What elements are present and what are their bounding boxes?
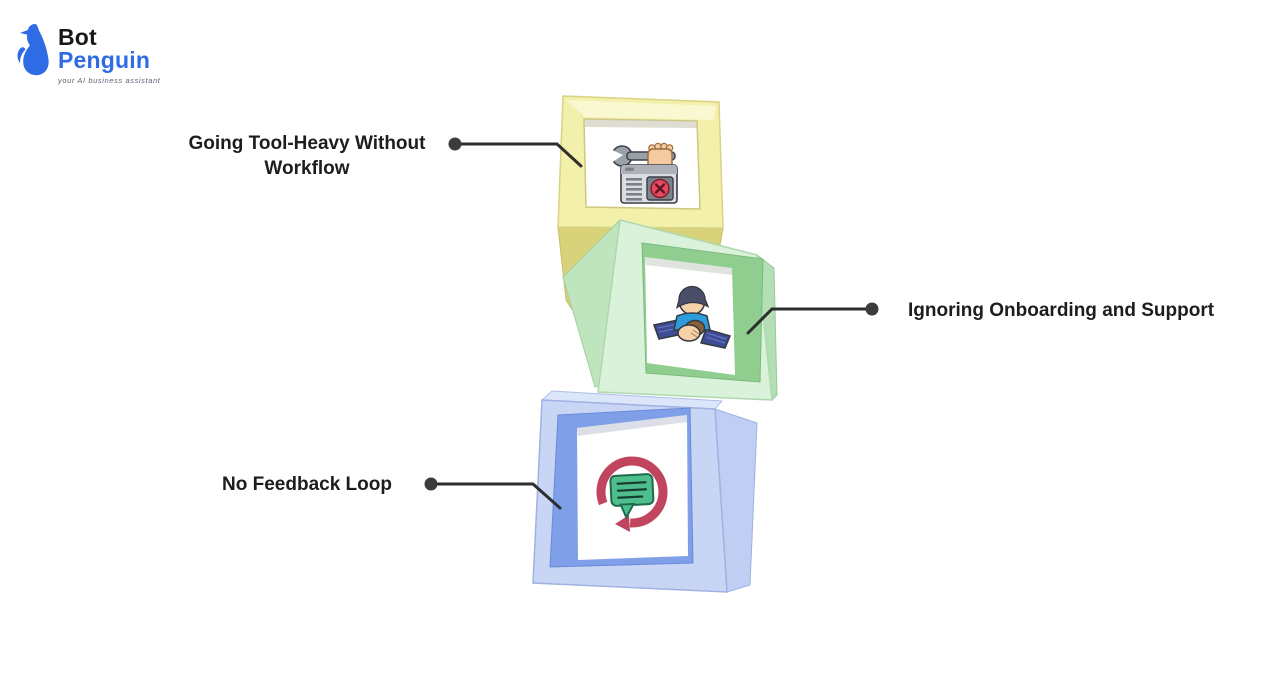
connector-dot [424,477,438,491]
label-feedback-loop: No Feedback Loop [222,474,392,495]
penguin-logo-icon [17,24,49,76]
label-tool-heavy-line1: Going Tool-Heavy Without [188,133,426,154]
block-top-highlight [566,100,716,120]
window-shadow [645,257,732,275]
block-tool-heavy [557,95,724,339]
connector-dot [448,137,462,151]
connector-onboarding-support [746,302,879,335]
botpenguin-logo: Bot Penguin your AI business assistant [14,22,160,85]
feedback-loop-icon [596,456,668,532]
label-tool-heavy-line2: Workflow [264,158,350,179]
label-onboarding-support: Ignoring Onboarding and Support [908,300,1215,321]
logo-text-bot: Bot [58,24,97,50]
window-shadow [577,415,687,436]
block-onboarding-support [562,218,778,402]
connector-tool-heavy [448,137,583,168]
logo-tagline: your AI business assistant [58,75,161,85]
connector-feedback-loop [424,477,562,510]
wrench-browser-error-icon [608,142,678,204]
connector-dot [865,302,879,316]
connector-line [746,307,868,335]
window-shadow [584,119,697,128]
logo-text: Bot Penguin your AI business assistant [58,22,160,85]
label-tool-heavy: Going Tool-Heavy Without Workflow [150,131,464,181]
block-feedback-loop [532,390,758,593]
handshake-support-icon [653,285,732,349]
connector-line [459,142,583,168]
logo-text-penguin: Penguin [58,47,151,74]
connector-line [435,482,562,510]
